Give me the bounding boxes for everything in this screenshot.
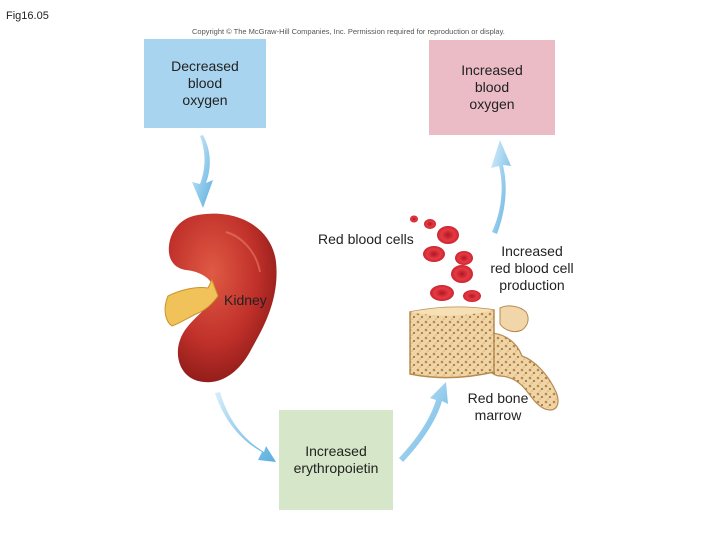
box-line: blood [187, 75, 223, 91]
box-line: Increased [305, 443, 367, 459]
copyright-notice: Copyright © The McGraw-Hill Companies, I… [192, 27, 505, 36]
increased-blood-oxygen-box: Increased blood oxygen [429, 40, 555, 135]
arrow-to-increased-oxygen [491, 140, 511, 234]
decreased-oxygen-box-bg [144, 39, 266, 128]
box-line: blood [474, 79, 510, 95]
red-bone-marrow-label: Red bone marrow [462, 390, 534, 424]
arrow-to-kidney [192, 135, 213, 208]
label-line: Increased [501, 243, 563, 259]
label-line: Red bone [467, 390, 529, 406]
arrow-to-erythropoietin [215, 392, 276, 462]
box-line: Decreased [171, 58, 239, 74]
kidney-illustration [164, 213, 277, 383]
kidney-label: Kidney [224, 292, 267, 308]
red-bone-marrow-illustration [409, 305, 559, 411]
label-line: marrow [474, 407, 522, 423]
label-line: production [499, 277, 565, 293]
increased-production-label: Increased red blood cell production [486, 243, 578, 294]
increased-erythropoietin-box: Increased erythropoietin [279, 410, 393, 510]
arrow-to-marrow [399, 382, 448, 462]
decreased-blood-oxygen-box: Decreased blood oxygen [144, 39, 266, 128]
box-line: oxygen [469, 96, 515, 112]
figure-label: Fig16.05 [6, 10, 49, 22]
red-blood-cells-label: Red blood cells [318, 231, 414, 247]
red-blood-cells [410, 215, 481, 302]
box-line: oxygen [182, 92, 228, 108]
box-line: Increased [461, 62, 523, 78]
label-line: red blood cell [490, 260, 574, 276]
box-line: erythropoietin [293, 460, 379, 476]
erythropoietin-box-bg [279, 410, 393, 510]
increased-oxygen-box-bg [429, 40, 555, 135]
